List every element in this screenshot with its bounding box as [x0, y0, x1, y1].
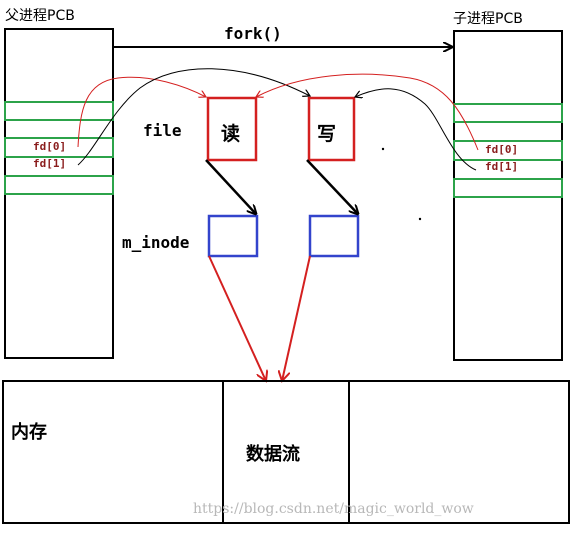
- memory-label: 内存: [11, 422, 47, 443]
- parent-slot-1: [4, 101, 114, 121]
- parent-fd0-label: fd[0]: [33, 140, 67, 153]
- dot: [418, 217, 422, 221]
- inode-read-to-stream-arrow: [208, 255, 266, 381]
- write-to-inode-arrow: [306, 159, 358, 214]
- file-label: file: [143, 121, 182, 140]
- child-fd0-to-read: [256, 73, 479, 151]
- read-label: 读: [221, 123, 241, 145]
- child-pcb-box: [453, 30, 563, 361]
- child-fd1-to-write: [355, 88, 477, 171]
- inode-write-to-stream-arrow: [282, 255, 311, 381]
- write-label: 写: [317, 123, 337, 145]
- dot: [381, 147, 385, 151]
- parent-slot-3: [4, 175, 114, 195]
- fork-label: fork(): [224, 24, 282, 43]
- child-pcb-title: 子进程PCB: [453, 11, 523, 27]
- child-slot-1: [453, 103, 563, 123]
- watermark: https://blog.csdn.net/magic_world_wow: [193, 501, 474, 517]
- child-slot-fd0: [453, 140, 563, 161]
- file-read-box: [206, 96, 258, 162]
- child-slot-3: [453, 178, 563, 198]
- inode-read-box: [207, 214, 259, 258]
- parent-slot-fd0: [4, 137, 114, 158]
- inode-write-box: [308, 214, 360, 258]
- data-stream-box: [222, 380, 350, 524]
- inode-label: m_inode: [122, 233, 190, 252]
- read-to-inode-arrow: [205, 159, 256, 214]
- parent-fd0-to-read: [77, 76, 206, 148]
- parent-pcb-title: 父进程PCB: [5, 8, 75, 24]
- file-write-box: [307, 96, 356, 162]
- child-fd0-label: fd[0]: [485, 143, 519, 156]
- parent-fd1-to-write: [77, 68, 310, 166]
- parent-fd1-label: fd[1]: [33, 157, 67, 170]
- child-fd1-label: fd[1]: [485, 160, 519, 173]
- data-stream-label: 数据流: [246, 444, 300, 465]
